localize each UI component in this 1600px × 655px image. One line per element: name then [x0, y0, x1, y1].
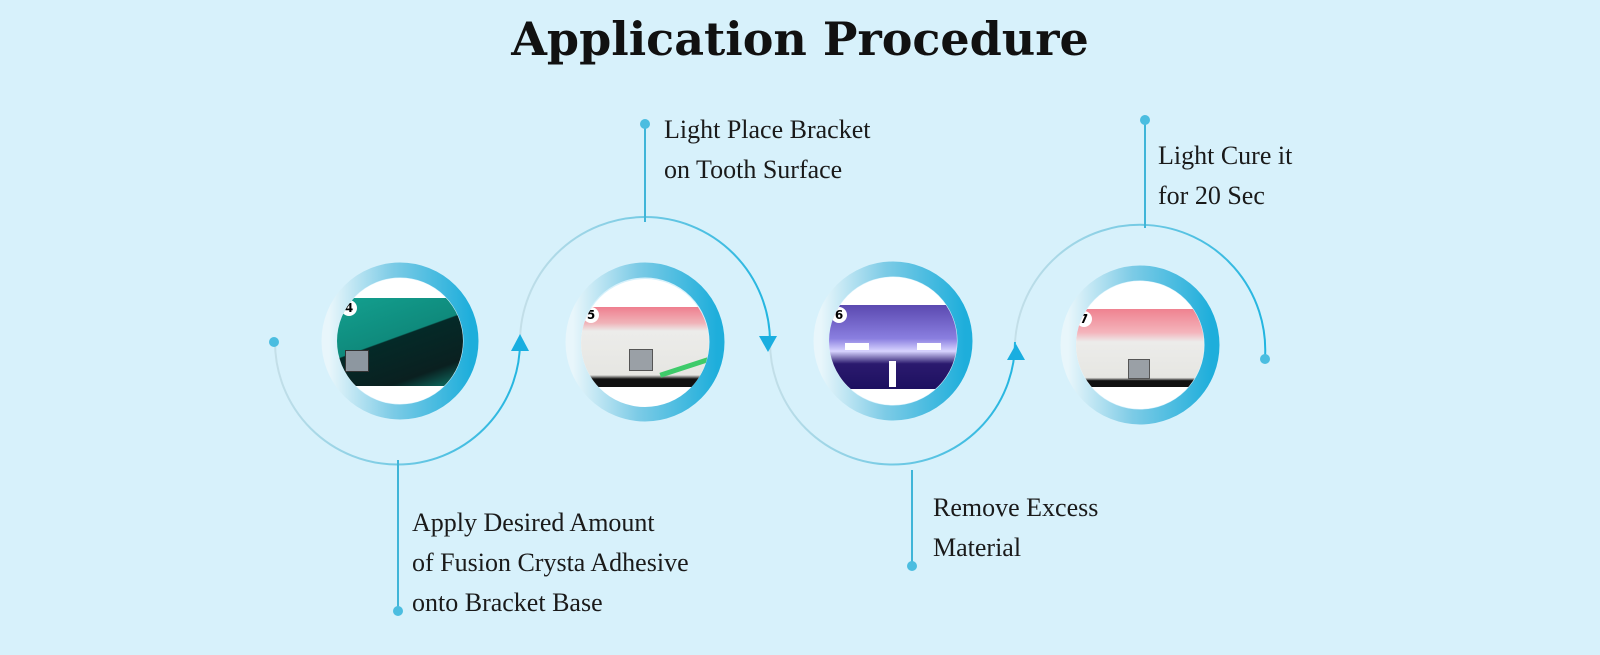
step-label-remove-excess: Remove Excess Material: [933, 493, 1099, 562]
step-number-badge: 7: [1076, 311, 1092, 327]
remove-excess-photo: 6: [829, 277, 957, 405]
bracket-adhesive-photo: 4: [337, 278, 463, 404]
step-label-apply-adhesive: Apply Desired Amount of Fusion Crysta Ad…: [412, 508, 689, 617]
step-number-badge: 5: [583, 307, 599, 323]
step-label-light-cure: Light Cure it for 20 Sec: [1158, 141, 1293, 210]
bracket-on-tooth-photo: 5: [581, 279, 709, 407]
step-number-badge: 6: [831, 307, 847, 323]
step-number-badge: 4: [341, 300, 357, 316]
light-cure-photo: 7: [1076, 281, 1204, 409]
step-label-place-bracket: Light Place Bracket on Tooth Surface: [664, 115, 871, 184]
page-title: Application Procedure: [511, 12, 1089, 66]
